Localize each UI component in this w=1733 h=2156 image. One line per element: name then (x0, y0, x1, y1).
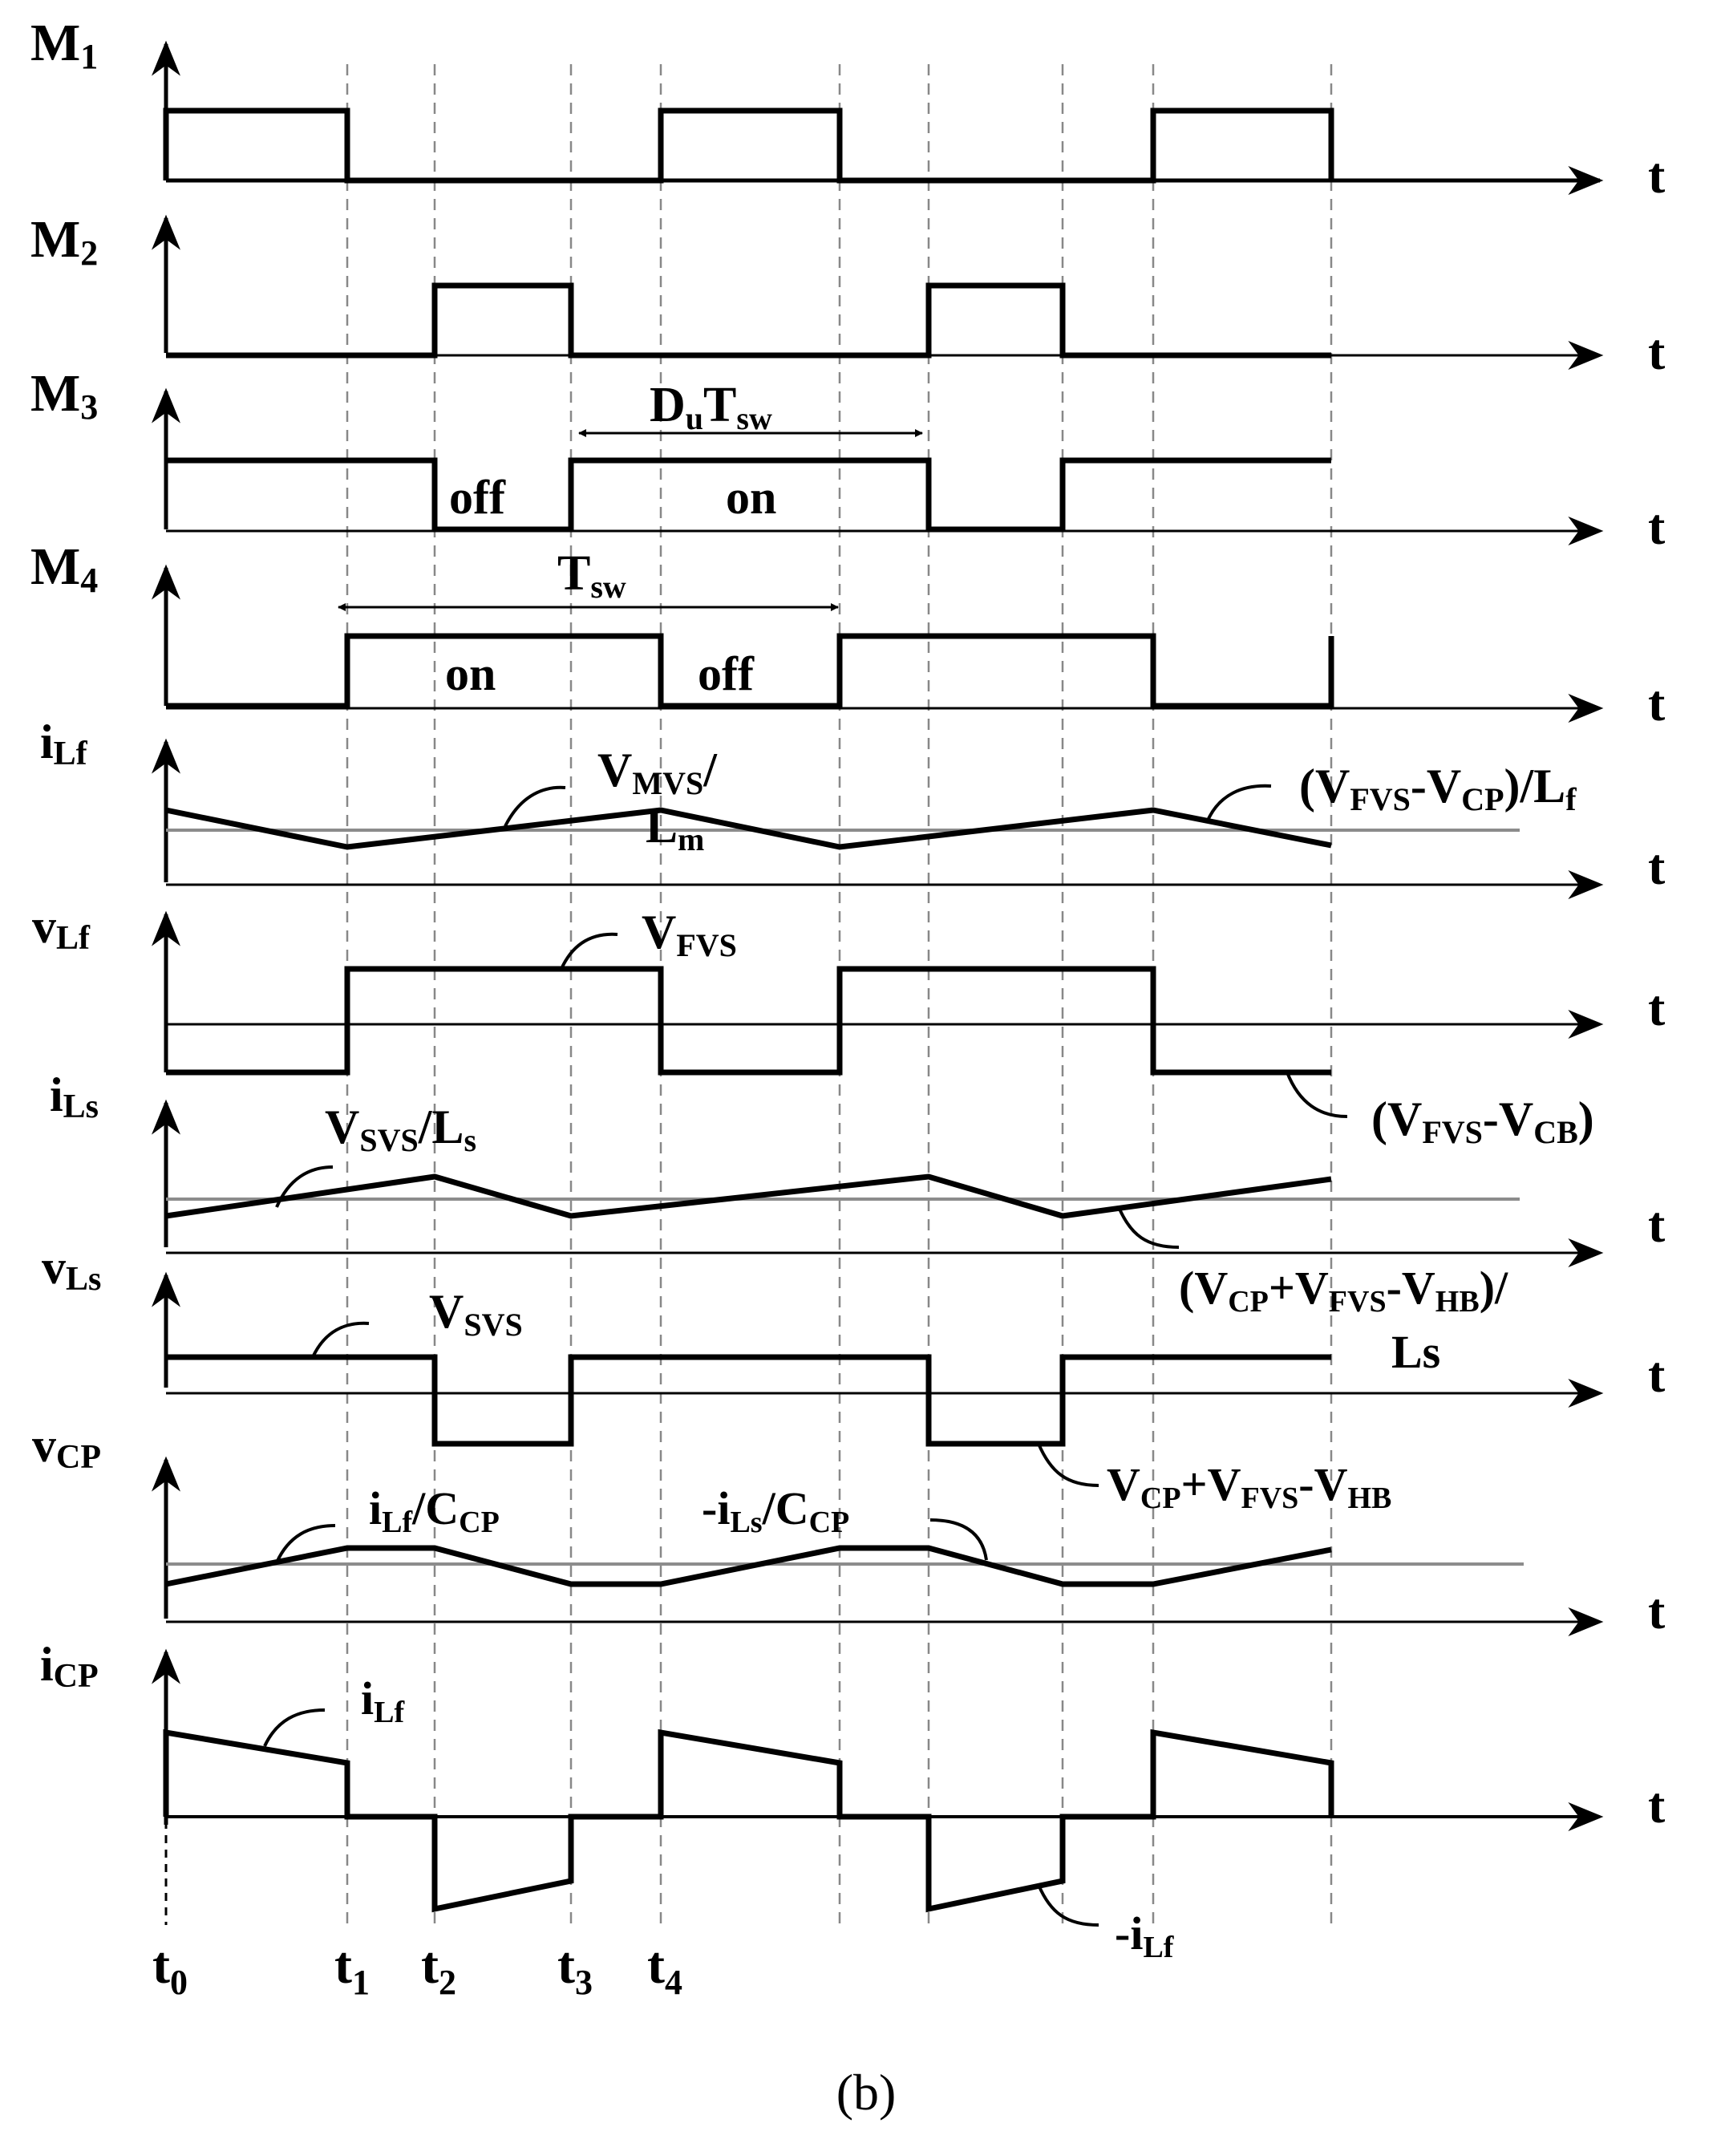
m3-on-label: on (726, 471, 776, 524)
axis-t-label-vlf: t (1648, 979, 1666, 1036)
leader-ilf-slope-b (1205, 784, 1272, 823)
m1-waveform (163, 107, 1334, 184)
vcp-slope-a-label: iLf/CCP (369, 1482, 500, 1539)
ils-slope-a-label: VSVS/Ls (325, 1100, 476, 1158)
leader-icp-pos (263, 1708, 326, 1747)
ils-slope-b-label: (VCP+VFVS-VHB)/ (1179, 1262, 1508, 1319)
leader-vcp-slope-b (929, 1518, 988, 1561)
time-mark-t0: t0 (152, 1936, 188, 2002)
leader-ils-slope-b (1117, 1206, 1180, 1249)
ils-slope-b-label-line2: Ls (1391, 1326, 1440, 1378)
row-label-m1: M1 (30, 14, 98, 76)
m4-waveform (166, 633, 1334, 709)
row-label-m4: M4 (30, 537, 98, 600)
leader-vcp-slope-a (275, 1524, 336, 1563)
axis-t-label-ilf: t (1648, 838, 1666, 895)
axis-t-label-vls: t (1648, 1346, 1666, 1403)
icp-waveform (163, 1728, 1334, 1913)
leader-ilf-slope-a (504, 785, 566, 827)
leader-vlf-high (560, 932, 618, 970)
leader-icp-neg (1037, 1884, 1099, 1927)
average-lines (166, 829, 1524, 1566)
state-labels: off on on off (445, 471, 776, 700)
leader-vls-high (311, 1321, 370, 1358)
m4-on-label: on (445, 647, 496, 700)
row-label-vcp: vCP (32, 1419, 101, 1476)
ilf-slope-b-label: (VFVS-VCP)/Lf (1299, 760, 1577, 817)
vls-waveform (166, 1354, 1331, 1447)
icp-pos-label: iLf (361, 1672, 405, 1729)
vlf-low-label: (VFVS-VCB) (1371, 1092, 1594, 1150)
vlf-waveform (166, 966, 1331, 1076)
vcp-waveform (165, 1545, 1332, 1587)
annotation-labels: VMVS/ Lm (VFVS-VCP)/Lf VFVS (VFVS-VCB) V… (325, 744, 1594, 1964)
interval-arrows (338, 429, 923, 611)
leader-ils-slope-a (275, 1165, 334, 1208)
m3-off-label: off (449, 471, 506, 524)
ils-waveform (165, 1173, 1332, 1219)
time-mark-t2: t2 (421, 1936, 456, 2002)
row-label-m2: M2 (30, 210, 98, 273)
axis-t-label-m2: t (1648, 323, 1666, 380)
row-label-vlf: vLf (32, 900, 91, 957)
duty-interval-label: DuTsw (650, 378, 772, 436)
row-label-m3: M3 (30, 364, 98, 427)
time-mark-t4: t4 (647, 1936, 682, 2002)
leader-vlf-low (1286, 1072, 1348, 1118)
row-labels: M1 M2 M3 M4 iLf vLf iLs vLs vCP iCP (30, 14, 101, 1695)
time-axes (166, 166, 1604, 1831)
time-mark-t3: t3 (557, 1936, 593, 2002)
m3-waveform (166, 457, 1331, 533)
time-mark-t1: t1 (334, 1936, 370, 2002)
leader-vls-low (1037, 1443, 1099, 1487)
time-mark-labels: t0 t1 t2 t3 t4 (152, 1936, 682, 2002)
waveforms (163, 107, 1334, 1913)
axis-t-label-vcp: t (1648, 1583, 1666, 1639)
m4-off-label: off (698, 647, 755, 700)
vls-low-label: VCP+VFVS-VHB (1107, 1458, 1391, 1515)
vlf-high-label: VFVS (642, 906, 737, 963)
row-label-ilf: iLf (40, 715, 88, 772)
vcp-slope-b-label: -iLs/CCP (702, 1482, 849, 1539)
axis-t-label-m4: t (1648, 675, 1666, 732)
period-interval-label: Tsw (557, 546, 626, 605)
axis-t-label-ils: t (1648, 1196, 1666, 1253)
icp-neg-label: -iLf (1115, 1907, 1175, 1964)
axis-t-labels: t t t t t t t t t t (1648, 147, 1666, 1834)
axis-t-label-icp: t (1648, 1777, 1666, 1834)
ilf-slope-a-label-line2: Lm (646, 800, 704, 857)
vls-high-label: VSVS (429, 1285, 523, 1343)
ilf-slope-a-label: VMVS/ (597, 744, 718, 801)
row-label-ils: iLs (50, 1068, 99, 1125)
axis-t-label-m3: t (1648, 498, 1666, 555)
axis-t-label-m1: t (1648, 147, 1666, 204)
ilf-waveform (165, 807, 1332, 850)
row-label-icp: iCP (40, 1638, 99, 1695)
row-label-vls: vLs (42, 1241, 101, 1298)
m2-waveform (166, 282, 1331, 359)
leader-lines (263, 784, 1348, 1927)
figure-caption: (b) (836, 2064, 897, 2121)
